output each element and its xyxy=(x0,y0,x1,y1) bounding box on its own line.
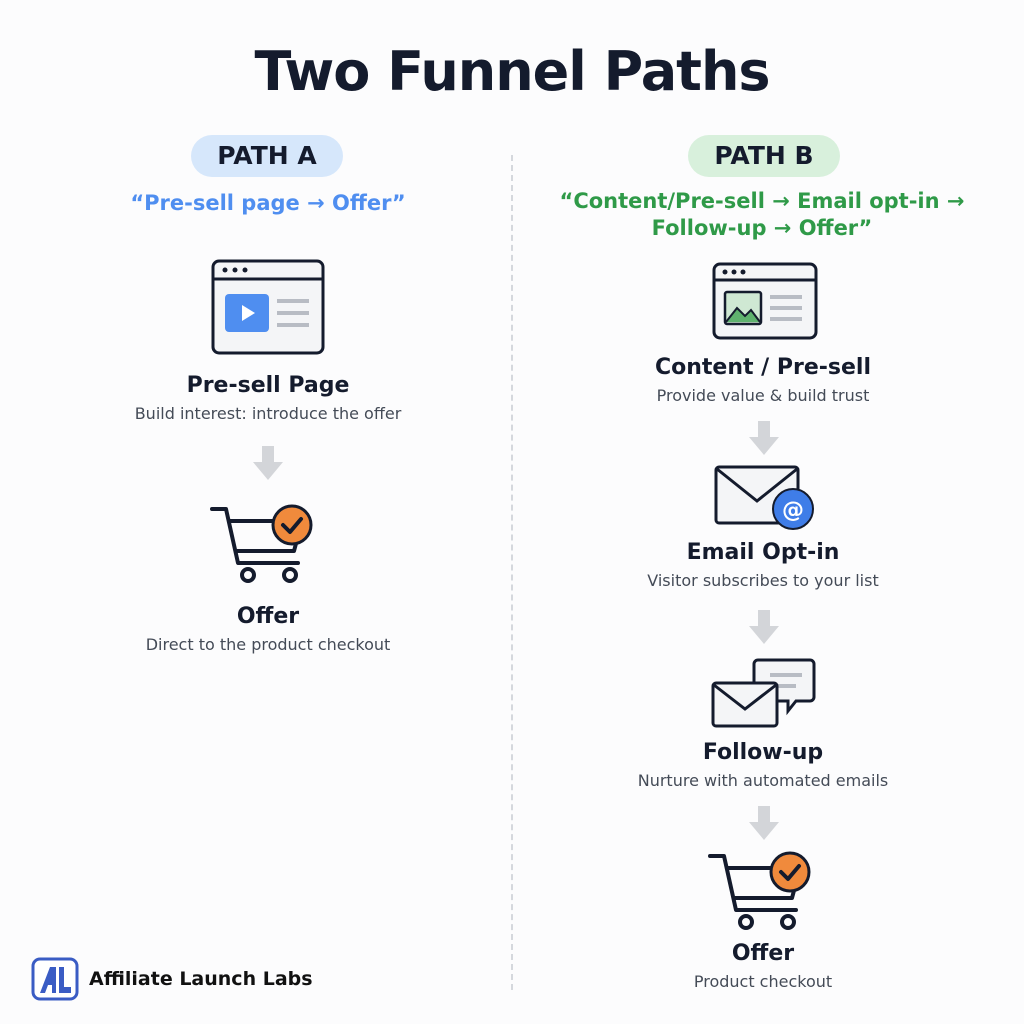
arrow-down-icon xyxy=(749,806,779,840)
step-follow-up: Follow-up Nurture with automated emails xyxy=(563,740,963,790)
arrow-down-icon xyxy=(749,610,779,644)
brand: Affiliate Launch Labs xyxy=(31,957,313,1001)
cart-check-icon xyxy=(708,851,811,930)
tagline-line-1: “Content/Pre-sell → Email opt-in → xyxy=(559,189,965,213)
column-divider xyxy=(511,155,513,990)
arrow-down-icon xyxy=(253,446,283,480)
step-title: Offer xyxy=(236,604,300,629)
brand-name: Affiliate Launch Labs xyxy=(89,968,313,990)
step-desc: Direct to the product checkout xyxy=(145,635,391,654)
step-title: Email Opt-in xyxy=(686,540,840,565)
arrow-down-icon xyxy=(749,421,779,455)
step-offer-a: Offer Direct to the product checkout xyxy=(68,604,468,654)
step-offer-b: Offer Product checkout xyxy=(563,941,963,991)
step-title: Content / Pre-sell xyxy=(654,355,871,380)
path-a-badge: PATH A xyxy=(191,135,343,177)
browser-video-icon xyxy=(211,259,325,355)
step-desc: Provide value & build trust xyxy=(656,386,870,405)
page-title: Two Funnel Paths xyxy=(254,40,770,103)
brand-logo xyxy=(31,957,79,1001)
step-title: Pre-sell Page xyxy=(186,373,350,398)
step-content-pre-sell: Content / Pre-sell Provide value & build… xyxy=(563,355,963,405)
cart-check-icon xyxy=(210,504,313,583)
step-desc: Visitor subscribes to your list xyxy=(647,571,879,590)
svg-text:@: @ xyxy=(782,498,804,523)
step-email-opt-in: Email Opt-in Visitor subscribes to your … xyxy=(563,540,963,590)
browser-image-icon xyxy=(712,262,818,340)
path-b-badge: PATH B xyxy=(688,135,840,177)
step-desc: Product checkout xyxy=(693,972,833,991)
path-a-tagline: “Pre-sell page → Offer” xyxy=(130,191,406,215)
step-desc: Nurture with automated emails xyxy=(637,771,889,790)
tagline-line-2: Follow-up → Offer” xyxy=(651,216,873,240)
step-title: Follow-up xyxy=(702,740,824,765)
email-at-icon: @ xyxy=(714,465,814,530)
step-desc: Build interest: introduce the offer xyxy=(134,404,402,423)
step-title: Offer xyxy=(731,941,795,966)
email-chat-icon xyxy=(711,658,816,728)
path-b-tagline: “Content/Pre-sell → Email opt-in → Follo… xyxy=(512,188,1012,242)
step-pre-sell-page: Pre-sell Page Build interest: introduce … xyxy=(68,373,468,423)
